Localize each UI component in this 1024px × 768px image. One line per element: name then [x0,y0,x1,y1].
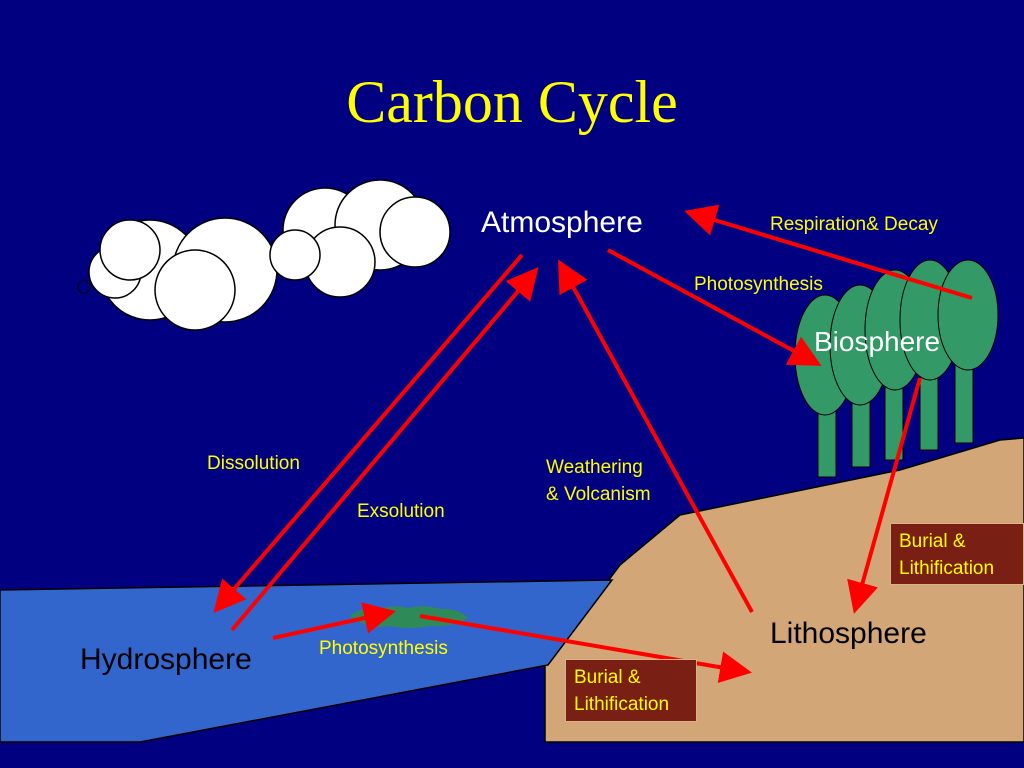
burial-ocean-line2: Lithification [574,694,670,715]
photosynthesis-land-arrow [607,248,822,366]
burial-ocean-box: Burial & Lithification [565,659,697,722]
dissolution-label: Dissolution [207,453,300,474]
photosynthesis-land-label: Photosynthesis [694,274,823,295]
weathering-volcanism-label: Weathering & Volcanism [546,454,651,508]
respiration-arrow [684,204,973,300]
burial-ocean-line1: Burial & [574,667,641,688]
tree-group [794,259,999,478]
biosphere-label: Biosphere [814,326,941,357]
slide-title: Carbon Cycle [346,69,678,135]
flow-arrows [213,204,973,684]
photosynthesis-ocean-label: Photosynthesis [319,638,448,659]
atmosphere-label: Atmosphere [481,206,643,239]
exsolution-label: Exsolution [357,501,445,522]
weathering-arrow [558,259,754,613]
cloud-puff [77,280,91,294]
hydrosphere-label: Hydrosphere [80,643,252,676]
exsolution-arrow [230,266,539,632]
burial-land-line1: Burial & [899,531,966,552]
cloud-left [88,217,278,331]
burial-land-line2: Lithification [899,558,995,579]
lithosphere-label: Lithosphere [770,617,927,650]
respiration-decay-label: Respiration& Decay [770,214,938,235]
weathering-line2: & Volcanism [546,484,651,505]
burial-land-arrow [847,377,922,614]
photosynthesis-ocean-arrow [272,602,396,640]
cloud-right [269,179,451,298]
dissolution-arrow [213,253,524,614]
weathering-line1: Weathering [546,457,643,478]
burial-land-box: Burial & Lithification [890,523,1024,585]
